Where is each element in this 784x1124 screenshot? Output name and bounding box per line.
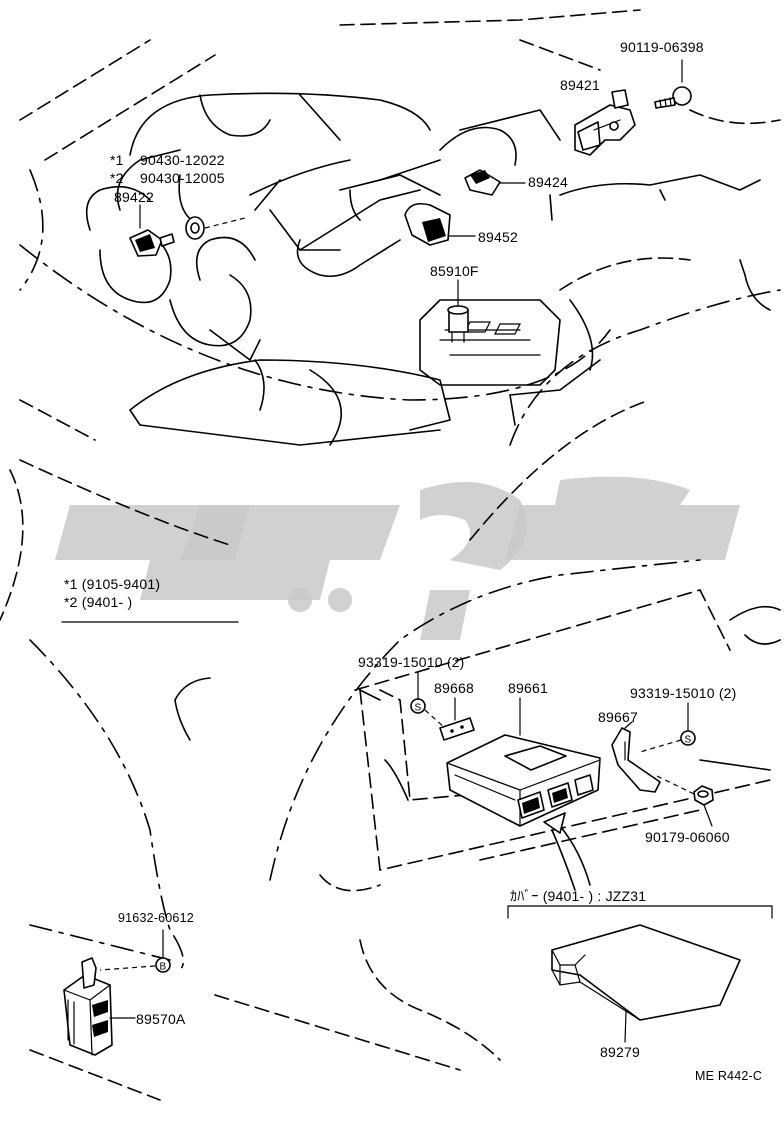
note-marker-2: *2	[110, 170, 124, 186]
sensor-89424	[464, 169, 526, 196]
legend-note-2: *2 (9401- )	[64, 594, 133, 610]
label-89279: 89279	[600, 1044, 640, 1060]
cover-bracket-line	[507, 905, 773, 919]
label-91632: 91632-60612	[118, 911, 194, 925]
nut-90179	[654, 774, 714, 827]
bolt-icon	[654, 59, 692, 109]
label-85910F: 85910F	[430, 263, 479, 279]
label-93319-left: 93319-15010 (2)	[358, 654, 465, 670]
label-cover: ｶﾊﾞｰ (9401- ) : JZZ31	[510, 888, 647, 904]
label-89570A: 89570A	[136, 1011, 186, 1027]
svg-text:S: S	[685, 735, 692, 746]
screw-b-icon: B	[99, 929, 171, 973]
label-89421: 89421	[560, 77, 600, 93]
note-marker-1: *1	[110, 152, 124, 168]
relay-89570A	[63, 957, 136, 1056]
engine-outline	[19, 9, 781, 546]
label-89424: 89424	[528, 174, 568, 190]
sensor-89421	[574, 89, 636, 156]
label-93319-right: 93319-15010 (2)	[630, 685, 737, 701]
ecu-89661	[446, 697, 601, 827]
label-89661: 89661	[508, 680, 548, 696]
diagram-reference: ME R442-C	[695, 1069, 763, 1083]
label-90119: 90119-06398	[620, 39, 704, 55]
dashboard-outline	[269, 559, 781, 1061]
sensor-89422	[129, 204, 175, 257]
svg-text:B: B	[160, 962, 167, 973]
label-90430-12022: 90430-12022	[140, 152, 225, 168]
screw-s-icon: S	[410, 671, 446, 729]
label-89667: 89667	[598, 709, 638, 725]
screw-s-icon-2: S	[639, 702, 696, 753]
label-90179: 90179-06060	[645, 829, 730, 845]
svg-text:S: S	[415, 703, 422, 714]
label-89422: 89422	[114, 189, 154, 205]
washer-icon	[185, 216, 246, 240]
lower-left-outline	[0, 469, 461, 1101]
bracket-89668	[439, 697, 475, 741]
cover-89279	[551, 924, 741, 1043]
legend-note-1: *1 (9105-9401)	[64, 576, 161, 592]
label-90430-12005: 90430-12005	[140, 170, 225, 186]
arrow-to-ecu	[543, 812, 591, 891]
watermark-logo	[55, 476, 740, 640]
relay-85910F	[447, 279, 469, 343]
label-89668: 89668	[434, 680, 474, 696]
sensor-89452	[404, 202, 476, 246]
bracket-89667	[611, 721, 661, 793]
label-89452: 89452	[478, 229, 518, 245]
